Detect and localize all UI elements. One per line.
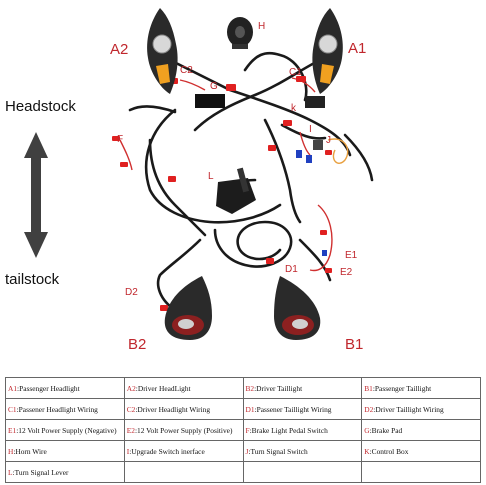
label-k: k (291, 103, 296, 114)
label-d2: D2 (125, 287, 138, 298)
legend-cell: L:Turn Signal Lever (5, 461, 125, 483)
label-h: H (258, 21, 266, 32)
legend-row: E1:12 Volt Power Supply (Negative) E2:12… (5, 419, 481, 441)
label-l: L (208, 171, 214, 182)
legend-cell: J:Turn Signal Switch (242, 440, 363, 462)
legend-cell: G:Brake Pad (361, 419, 481, 441)
wiring-illustration (24, 8, 374, 340)
legend-cell: A1:Passenger Headlight (5, 377, 125, 399)
legend-cell: D2:Driver Taillight Wiring (361, 398, 481, 420)
legend-row: L:Turn Signal Lever (5, 461, 481, 483)
legend-row: C1:Passener Headlight Wiring C2:Driver H… (5, 398, 481, 420)
label-e1: E1 (345, 250, 358, 261)
legend-cell-empty (361, 461, 481, 483)
horn-icon (227, 17, 253, 49)
label-b1: B1 (345, 336, 364, 353)
legend-cell-empty (242, 461, 363, 483)
turn-signal-wires (327, 138, 349, 164)
label-j: J (326, 135, 331, 146)
label-i: I (309, 124, 312, 135)
legend-row: H:Horn Wire I:Upgrade Switch inerface J:… (5, 440, 481, 462)
label-d1: D1 (285, 264, 298, 275)
brake-pad-box (195, 94, 225, 108)
legend-cell: B2:Driver Taillight (242, 377, 363, 399)
legend-cell: K:Control Box (361, 440, 481, 462)
legend-cell: I:Upgrade Switch inerface (123, 440, 244, 462)
legend-cell: C2:Driver Headlight Wiring (123, 398, 244, 420)
passenger-taillight-icon (274, 276, 321, 340)
label-f: F (117, 134, 124, 145)
driver-headlight-icon (147, 8, 178, 94)
legend-cell: E1:12 Volt Power Supply (Negative) (5, 419, 125, 441)
legend-cell: H:Horn Wire (5, 440, 125, 462)
blue-terminals (296, 150, 327, 256)
legend-cell: A2:Driver HeadLight (123, 377, 244, 399)
control-box (305, 96, 325, 108)
label-e2: E2 (340, 267, 353, 278)
label-b2: B2 (128, 336, 147, 353)
turn-signal-lever-icon (216, 167, 256, 214)
tailstock-label: tailstock (5, 271, 60, 288)
wire-harness (128, 51, 374, 312)
driver-taillight-icon (164, 276, 212, 340)
legend-cell: F:Brake Light Pedal Switch (242, 419, 363, 441)
double-arrow-icon (24, 132, 48, 258)
turn-signal-switch-icon (313, 140, 323, 150)
label-c2: C2 (180, 65, 193, 76)
legend-cell-empty (123, 461, 244, 483)
legend-cell: D1:Passener Taillight Wiring (242, 398, 363, 420)
legend-cell: C1:Passener Headlight Wiring (5, 398, 125, 420)
red-connectors (112, 76, 332, 311)
thin-wires (119, 77, 333, 272)
label-c1: C1 (289, 67, 302, 78)
label-a1: A1 (348, 40, 367, 57)
label-a2: A2 (110, 41, 129, 58)
headstock-label: Headstock (5, 98, 76, 115)
legend-cell: E2:12 Volt Power Supply (Positive) (123, 419, 244, 441)
legend-table: A1:Passenger Headlight A2:Driver HeadLig… (5, 377, 481, 483)
legend-row: A1:Passenger Headlight A2:Driver HeadLig… (5, 377, 481, 399)
passenger-headlight-icon (312, 8, 343, 94)
legend-cell: B1:Passenger Taillight (361, 377, 481, 399)
label-g: G (210, 81, 218, 92)
